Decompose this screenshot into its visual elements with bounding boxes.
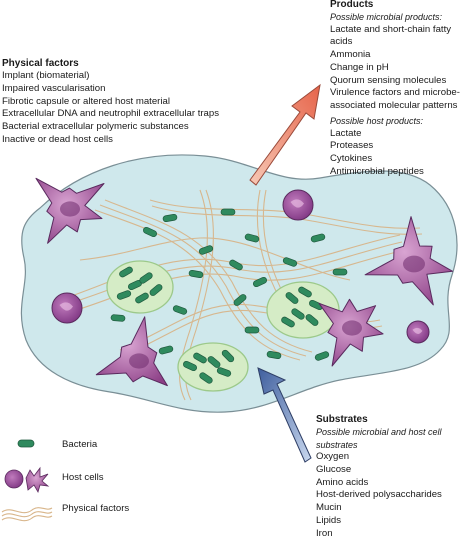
substrate-item: Lipids bbox=[316, 514, 342, 526]
legend-host-cell-swatch bbox=[4, 466, 50, 494]
legend-bacteria-swatch bbox=[17, 439, 35, 448]
products-heading: Products bbox=[330, 0, 374, 10]
bacterium bbox=[143, 226, 157, 238]
products-arrow bbox=[249, 83, 321, 186]
microbial-products-subheading: Possible microbial products: bbox=[330, 12, 443, 22]
bacterium bbox=[244, 326, 260, 334]
bacterium bbox=[183, 360, 197, 372]
host-cell bbox=[95, 316, 168, 387]
substrate-item: Mucin bbox=[316, 502, 342, 514]
physical-factor-item: Extracellular DNA and neutrophil extrace… bbox=[2, 108, 220, 120]
physical-factor-item: Bacterial extracellular polymeric substa… bbox=[2, 121, 189, 133]
physical-factors-panel: Physical factors Implant (biomaterial) I… bbox=[2, 57, 224, 147]
substrate-item: Iron bbox=[316, 527, 333, 539]
bacterium bbox=[285, 292, 299, 304]
substrates-subheading: Possible microbial and host cell substra… bbox=[316, 427, 442, 450]
host-cell-nucleus bbox=[129, 353, 149, 369]
bacterium bbox=[119, 266, 133, 278]
bacterium bbox=[244, 233, 260, 243]
legend-host-cells-label: Host cells bbox=[62, 472, 104, 483]
bacterium bbox=[193, 352, 207, 364]
bacterium bbox=[172, 305, 188, 315]
neutrophil-nucleus bbox=[412, 327, 423, 334]
bacterium bbox=[229, 259, 243, 271]
bacterium bbox=[216, 367, 232, 377]
bacterium bbox=[281, 316, 295, 328]
host-products-subheading: Possible host products: bbox=[330, 116, 424, 127]
legend-bacteria-label: Bacteria bbox=[62, 439, 98, 450]
microbial-product-item: Virulence factors and microbe- bbox=[330, 87, 460, 99]
microbial-product-item: associated molecular patterns bbox=[330, 100, 458, 112]
physical-factor-item: Inactive or dead host cells bbox=[2, 133, 113, 145]
bacterium bbox=[291, 308, 305, 320]
bacterium bbox=[116, 290, 132, 300]
substrate-item: Amino acids bbox=[316, 476, 369, 488]
neutrophil-nucleus bbox=[59, 302, 73, 311]
bacterium bbox=[282, 257, 298, 267]
bacterium bbox=[149, 284, 163, 296]
bacterium bbox=[198, 245, 214, 255]
bacterium bbox=[135, 292, 149, 304]
physical-factor-item: Impaired vascularisation bbox=[2, 82, 106, 94]
substrates-heading: Substrates bbox=[316, 414, 368, 425]
bacterium bbox=[188, 269, 204, 279]
host-product-item: Proteases bbox=[330, 140, 374, 152]
bacterium bbox=[110, 314, 126, 322]
host-product-item: Cytokines bbox=[330, 153, 373, 165]
bacterium bbox=[233, 294, 247, 306]
microbial-product-item: Ammonia bbox=[330, 49, 371, 61]
bacterium bbox=[199, 372, 213, 384]
microbial-product-item: Change in pH bbox=[330, 61, 389, 73]
bacterium bbox=[305, 314, 319, 326]
substrates-panel: Substrates Possible microbial and host c… bbox=[316, 413, 474, 541]
host-cell-nucleus bbox=[60, 201, 80, 217]
substrate-item: Host-derived polysaccharides bbox=[316, 489, 442, 501]
legend bbox=[1, 439, 53, 522]
physical-factor-item: Implant (biomaterial) bbox=[2, 70, 90, 81]
bacterium bbox=[266, 350, 282, 360]
host-cells-layer bbox=[35, 177, 454, 387]
microbial-product-item: Quorum sensing molecules bbox=[330, 74, 447, 86]
bacterium bbox=[332, 268, 348, 276]
legend-fiber-swatch bbox=[1, 507, 53, 522]
host-product-item: Antimicrobial peptides bbox=[330, 165, 424, 177]
bacterium bbox=[139, 272, 153, 284]
substrates-arrow bbox=[257, 367, 312, 463]
substrate-item: Oxygen bbox=[316, 451, 350, 462]
bacterium bbox=[314, 351, 330, 361]
host-cell-nucleus bbox=[342, 320, 362, 336]
physical-factors-heading: Physical factors bbox=[2, 58, 79, 69]
products-panel: Products Possible microbial products: La… bbox=[330, 0, 474, 179]
bacterium bbox=[158, 345, 174, 355]
physical-factor-item: Fibrotic capsule or altered host materia… bbox=[2, 95, 170, 107]
bacterium bbox=[162, 213, 178, 223]
bacterium bbox=[207, 356, 221, 368]
bacteria-layer bbox=[110, 208, 348, 384]
bacterium bbox=[310, 233, 326, 243]
legend-physical-factors-label: Physical factors bbox=[62, 503, 130, 514]
host-product-item: Lactate bbox=[330, 127, 362, 139]
bacterium bbox=[298, 286, 312, 298]
host-cell-nucleus bbox=[403, 255, 425, 273]
microbial-product-item: Lactate and short-chain fatty acids bbox=[330, 23, 452, 48]
bacterium bbox=[253, 276, 267, 288]
bacterium bbox=[220, 208, 236, 216]
neutrophil-nucleus bbox=[290, 199, 304, 208]
substrate-item: Glucose bbox=[316, 463, 352, 475]
bacterium bbox=[221, 349, 235, 363]
